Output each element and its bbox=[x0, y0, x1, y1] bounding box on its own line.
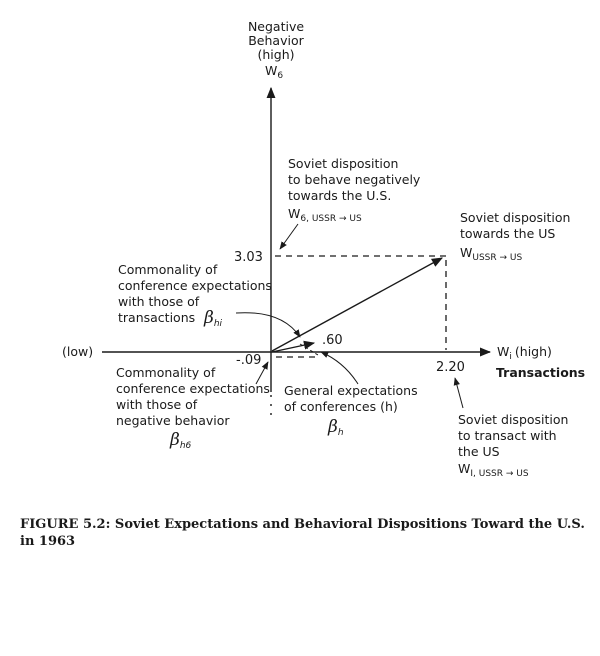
value-w6: 3.03 bbox=[234, 250, 263, 265]
w6-note-variable: W6, USSR → US bbox=[288, 206, 362, 224]
beta-hi-note-line-3: with those of bbox=[118, 294, 200, 309]
resultant-vector bbox=[271, 257, 443, 352]
beta-hi-note-arrow bbox=[235, 312, 301, 338]
figure-diagram: Negative Behavior (high) W6 (low) Wi(hig… bbox=[62, 19, 585, 479]
beta-h6-note-line-3: with those of bbox=[116, 397, 198, 412]
beta-h-symbol: βh bbox=[327, 417, 344, 438]
x-axis-title: Transactions bbox=[496, 365, 585, 380]
beta-hi-note-line-1: Commonality of bbox=[118, 262, 218, 277]
w6-note-line-3: towards the U.S. bbox=[288, 188, 391, 203]
x-axis-variable: Wi(high) bbox=[497, 344, 552, 362]
beta-h6-note-arrow bbox=[255, 361, 269, 385]
y-axis-variable: W6 bbox=[265, 63, 283, 81]
wi-note-arrow bbox=[453, 377, 464, 409]
w6-note-line-2: to behave negatively bbox=[288, 172, 421, 187]
beta-hi-note-line-2: conference expectations bbox=[118, 278, 272, 293]
figure-caption: FIGURE 5.2: Soviet Expectations and Beha… bbox=[20, 517, 585, 549]
vector-note-line-2: towards the US bbox=[460, 226, 555, 241]
vector-note-variable: WUSSR → US bbox=[460, 245, 522, 263]
wi-note-line-1: Soviet disposition bbox=[458, 412, 568, 427]
beta-h6-symbol: βh6 bbox=[169, 430, 192, 451]
wi-note-line-2: to transact with bbox=[458, 428, 557, 443]
wi-note-line-3: the US bbox=[458, 444, 500, 459]
vector-note-line-1: Soviet disposition bbox=[460, 210, 570, 225]
beta-h-note-line-2: of conferences (h) bbox=[284, 399, 398, 414]
w6-note-line-1: Soviet disposition bbox=[288, 156, 398, 171]
value-beta-h6: -.09 bbox=[236, 353, 261, 368]
value-beta-hi: .60 bbox=[322, 333, 343, 348]
beta-h6-note-line-1: Commonality of bbox=[116, 365, 216, 380]
x-axis-low-label: (low) bbox=[62, 344, 93, 359]
beta-h6-note-line-4: negative behavior bbox=[116, 413, 230, 428]
y-axis-label-line-3: (high) bbox=[257, 47, 294, 62]
w6-note-arrow bbox=[279, 223, 299, 250]
y-axis-label-line-1: Negative bbox=[248, 19, 304, 34]
beta-hi-note-line-4: transactions bbox=[118, 310, 195, 325]
value-wi: 2.20 bbox=[436, 360, 465, 375]
beta-h-note-line-1: General expectations bbox=[284, 383, 418, 398]
wi-note-variable: WI, USSR → US bbox=[458, 461, 529, 479]
beta-hi-symbol: βhi bbox=[203, 308, 223, 329]
beta-h-note-arrow bbox=[320, 351, 359, 385]
beta-h6-note-line-2: conference expectations bbox=[116, 381, 270, 396]
y-axis-label-line-2: Behavior bbox=[248, 33, 304, 48]
beta-h-vector bbox=[271, 340, 316, 353]
